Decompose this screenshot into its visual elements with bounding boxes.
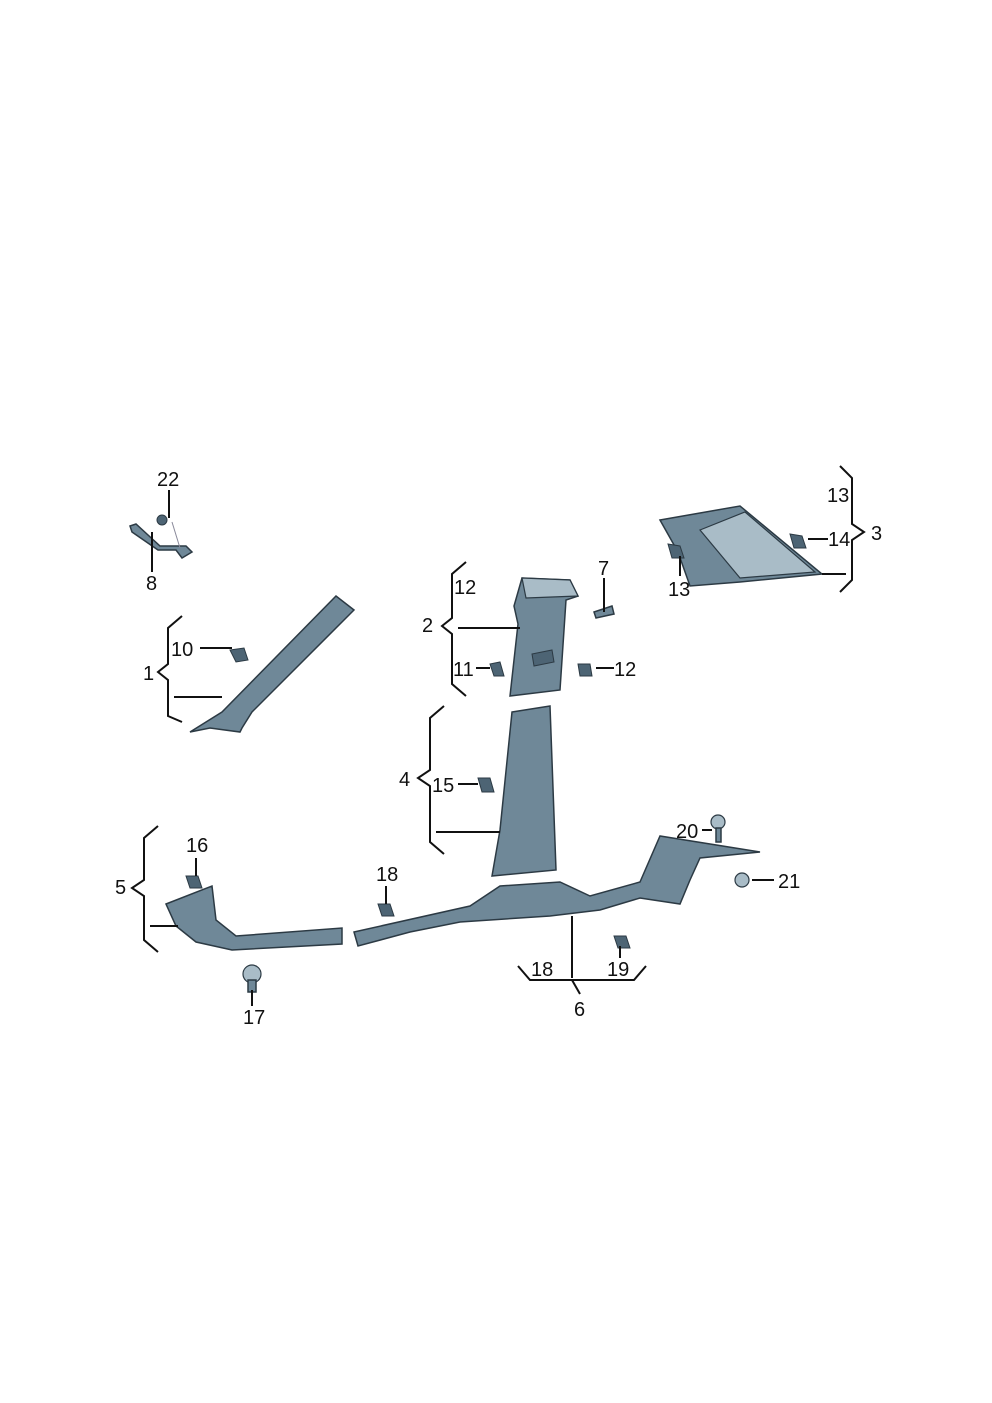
- part-2-b-pillar-upper-trim[interactable]: [509, 577, 580, 697]
- callout-12: 12: [614, 659, 636, 681]
- callout-3: 3: [871, 523, 882, 545]
- callout-4: 4: [399, 769, 410, 791]
- callout-15: 15: [432, 775, 454, 797]
- callout-labels: 22 8 10 1 12 2 7 11 12 13 14 3 13 4 15 5…: [115, 469, 882, 1029]
- callout-10: 10: [171, 639, 193, 661]
- callout-16: 16: [186, 835, 208, 857]
- callout-18: 18: [531, 959, 553, 981]
- callout-17: 17: [243, 1007, 265, 1029]
- part-12-clip[interactable]: [577, 663, 593, 677]
- part-15-clip[interactable]: [477, 777, 495, 793]
- part-13-clip[interactable]: [667, 543, 685, 559]
- callout-1: 1: [143, 663, 154, 685]
- callout-22: 22: [157, 469, 179, 491]
- part-20-screw[interactable]: [710, 814, 726, 843]
- callout-7: 7: [598, 558, 609, 580]
- part-17-rivet[interactable]: [242, 964, 262, 993]
- callout-12-upper: 12: [454, 577, 476, 599]
- part-14-clip[interactable]: [789, 533, 807, 549]
- callout-18-upper: 18: [376, 864, 398, 886]
- part-18-clip[interactable]: [377, 903, 395, 917]
- callout-5: 5: [115, 877, 126, 899]
- callout-11: 11: [453, 659, 474, 681]
- callout-13-upper: 13: [827, 485, 849, 507]
- callout-20: 20: [676, 821, 698, 843]
- part-21-nut[interactable]: [734, 872, 750, 888]
- part-4-b-pillar-lower-trim[interactable]: [491, 705, 557, 877]
- part-6-rear-sill-trim[interactable]: [353, 835, 761, 947]
- part-19-clip[interactable]: [613, 935, 631, 949]
- part-10-clip[interactable]: [229, 647, 249, 663]
- leader-lines: [130, 465, 866, 1006]
- part-11-clip[interactable]: [489, 661, 505, 677]
- callout-13: 13: [668, 579, 690, 601]
- part-22-bolt[interactable]: [156, 514, 181, 549]
- callout-2: 2: [422, 615, 433, 637]
- callout-14: 14: [828, 529, 850, 551]
- callout-21: 21: [778, 871, 800, 893]
- part-16-clip[interactable]: [185, 875, 203, 889]
- part-5-front-sill-trim[interactable]: [164, 884, 343, 951]
- part-8-bracket[interactable]: [129, 523, 194, 559]
- part-1-a-pillar-trim[interactable]: [189, 594, 356, 733]
- callout-8: 8: [146, 573, 157, 595]
- callout-19: 19: [607, 959, 629, 981]
- callout-6: 6: [574, 999, 585, 1021]
